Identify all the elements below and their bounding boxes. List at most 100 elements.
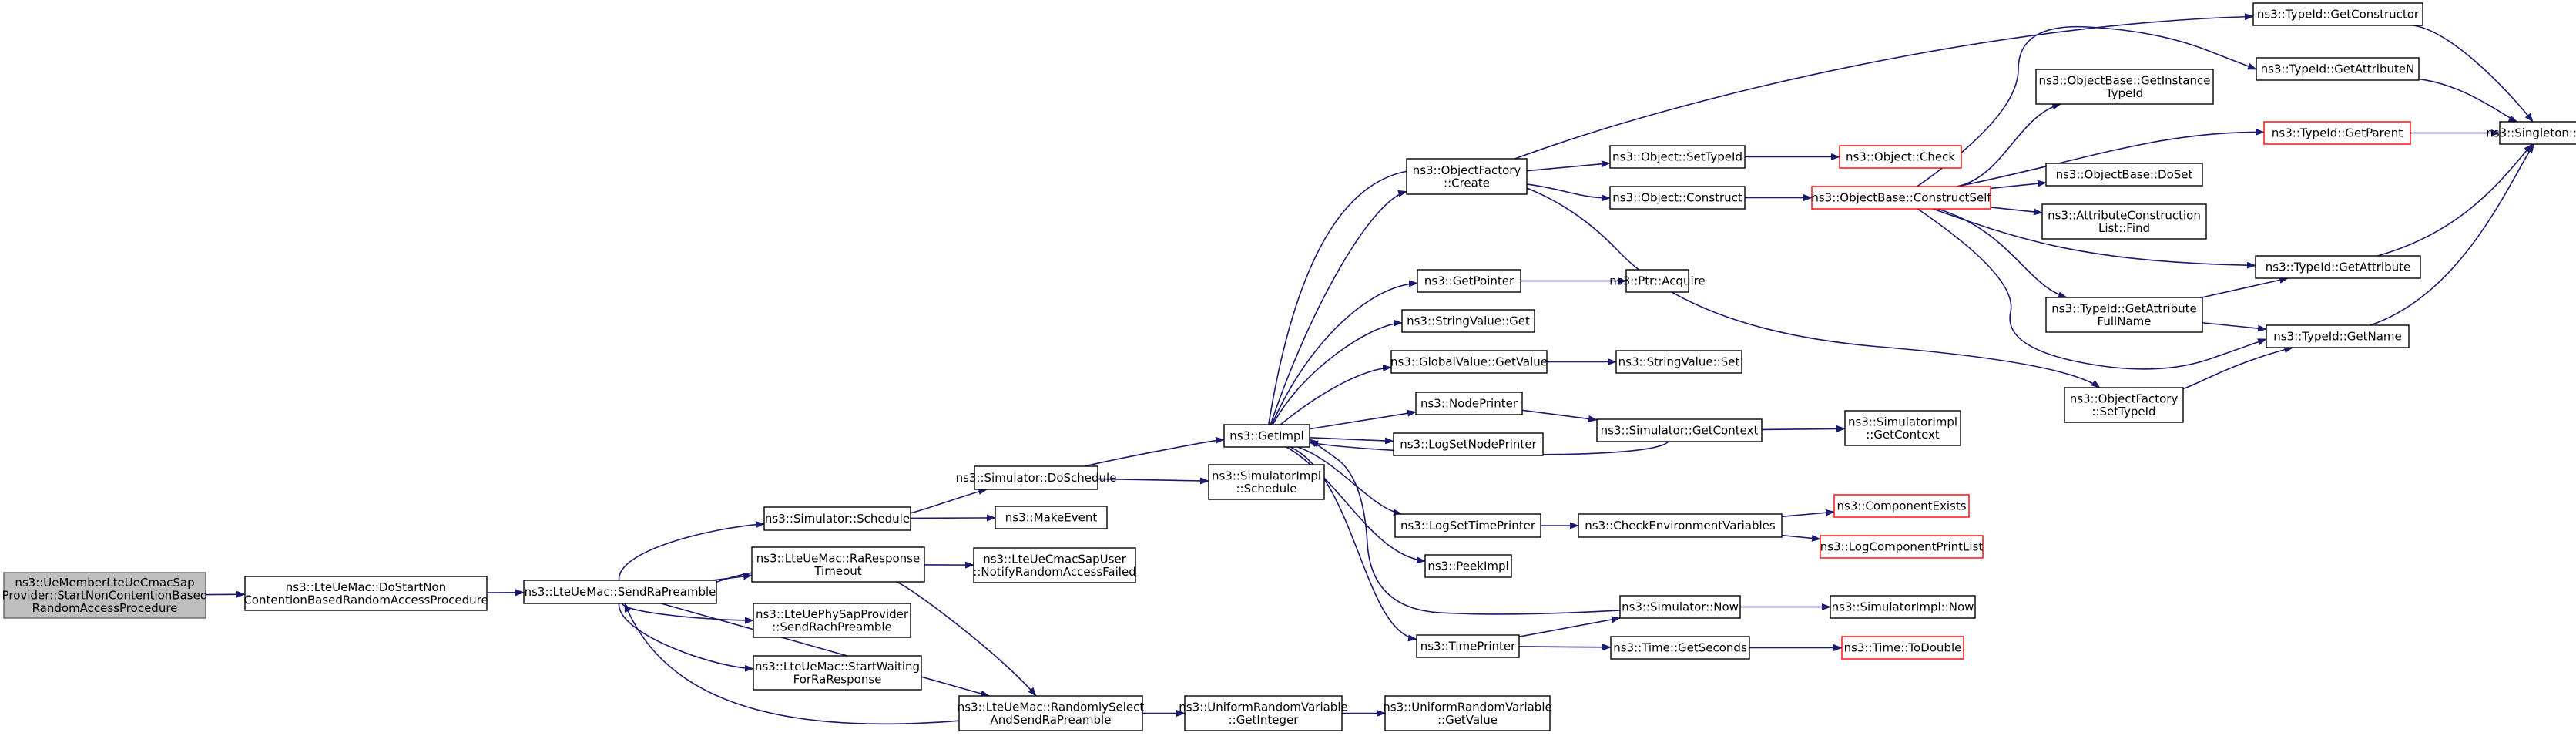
function-node[interactable]: ns3::SimulatorImpl::Schedule bbox=[1208, 464, 1325, 500]
function-node[interactable]: ns3::StringValue::Get bbox=[1401, 309, 1535, 333]
call-edge bbox=[1957, 128, 2265, 187]
node-box bbox=[2255, 255, 2421, 279]
node-label: ns3::LteUeMac::RandomlySelect bbox=[958, 700, 1145, 714]
node-box bbox=[1610, 636, 1750, 660]
function-node[interactable]: ns3::LogSetTimePrinter bbox=[1394, 513, 1541, 538]
node-label: ns3::LteUeMac::DoStartNon bbox=[286, 580, 446, 594]
function-node[interactable]: ns3::UniformRandomVariable::GetValue bbox=[1383, 695, 1552, 731]
function-node[interactable]: ns3::LteUePhySapProvider::SendRachPreamb… bbox=[753, 603, 911, 638]
node-box bbox=[1424, 554, 1512, 578]
node-box bbox=[244, 576, 488, 611]
node-label: ns3::LogSetTimePrinter bbox=[1400, 519, 1536, 533]
node-box bbox=[1820, 535, 1984, 559]
function-node[interactable]: ns3::SimulatorImpl::GetContext bbox=[1844, 410, 1961, 446]
function-node[interactable]: ns3::MakeEvent bbox=[995, 506, 1108, 529]
node-box bbox=[763, 506, 911, 531]
function-node[interactable]: ns3::TypeId::GetConstructor bbox=[2252, 2, 2423, 26]
call-edge bbox=[1781, 509, 1835, 518]
call-edge bbox=[910, 488, 988, 514]
node-label: ns3::LteUeMac::StartWaiting bbox=[755, 660, 920, 674]
function-node[interactable]: ns3::StringValue::Set bbox=[1615, 350, 1742, 374]
function-node[interactable]: ns3::ObjectBase::DoSet bbox=[2045, 163, 2203, 187]
node-label: ns3::SimulatorImpl bbox=[1212, 469, 1321, 482]
call-edge bbox=[1521, 409, 1598, 422]
function-node[interactable]: ns3::CheckEnvironmentVariables bbox=[1578, 513, 1783, 538]
function-node[interactable]: ns3::NodePrinter bbox=[1415, 392, 1523, 415]
function-node[interactable]: ns3::ObjectFactory::Create bbox=[1406, 158, 1528, 195]
function-node[interactable]: ns3::Simulator::GetContext bbox=[1596, 418, 1763, 442]
node-box bbox=[2041, 203, 2207, 240]
function-node[interactable]: ns3::LogSetNodePrinter bbox=[1393, 432, 1544, 456]
function-node[interactable]: ns3::SimulatorImpl::Now bbox=[1830, 595, 1976, 619]
function-node[interactable]: ns3::GetPointer bbox=[1417, 269, 1521, 293]
node-box bbox=[1416, 634, 1520, 658]
node-label: ns3::UniformRandomVariable bbox=[1383, 700, 1551, 714]
node-label: Timeout bbox=[813, 564, 861, 578]
function-node[interactable]: ns3::ObjectFactory::SetTypeId bbox=[2064, 387, 2184, 423]
function-node[interactable]: ns3::Time::GetSeconds bbox=[1610, 636, 1750, 660]
node-label: ns3::LogSetNodePrinter bbox=[1400, 438, 1537, 452]
function-node[interactable]: ns3::TypeId::GetName bbox=[2266, 324, 2410, 348]
node-box bbox=[1401, 309, 1535, 333]
node-box bbox=[1830, 595, 1976, 619]
node-label: ns3::Ptr::Acquire bbox=[1609, 274, 1705, 288]
call-edge bbox=[1957, 103, 2062, 187]
function-node[interactable]: ns3::LogComponentPrintList bbox=[1820, 535, 1984, 559]
node-box bbox=[2256, 57, 2420, 81]
node-label: ::SetTypeId bbox=[2091, 405, 2155, 418]
node-box bbox=[1615, 350, 1742, 374]
function-node[interactable]: ns3::LteUeMac::SendRaPreamble bbox=[523, 580, 717, 604]
node-box bbox=[3, 572, 206, 619]
node-box bbox=[1844, 410, 1961, 446]
function-node[interactable]: ns3::Object::SetTypeId bbox=[1609, 145, 1746, 169]
node-label: ns3::LteUeMac::SendRaPreamble bbox=[525, 585, 716, 599]
node-label: ns3::Object::Check bbox=[1846, 150, 1955, 164]
call-edge bbox=[1309, 439, 1621, 615]
node-label: RandomAccessProcedure bbox=[32, 601, 178, 615]
function-node[interactable]: ns3::Ptr::Acquire bbox=[1609, 269, 1706, 293]
function-node[interactable]: ns3::Simulator::DoSchedule bbox=[956, 465, 1117, 490]
function-node[interactable]: ns3::TypeId::GetParent bbox=[2263, 121, 2411, 145]
function-node[interactable]: ns3::Object::Check bbox=[1839, 145, 1962, 169]
function-node[interactable]: ns3::LteUeCmacSapUser::NotifyRandomAcces… bbox=[973, 547, 1136, 583]
node-label: ns3::Singleton::Get bbox=[2486, 126, 2576, 140]
call-edge bbox=[1990, 207, 2043, 216]
node-label: ns3::Simulator::GetContext bbox=[1601, 424, 1759, 438]
function-node[interactable]: ns3::Simulator::Schedule bbox=[763, 506, 911, 531]
node-label: ns3::AttributeConstruction bbox=[2048, 208, 2201, 222]
function-node[interactable]: ns3::GetImpl bbox=[1223, 424, 1310, 448]
node-box bbox=[2035, 69, 2214, 105]
node-box bbox=[1811, 186, 1991, 210]
node-box bbox=[523, 580, 717, 604]
node-box bbox=[1833, 494, 1970, 518]
function-node[interactable]: ns3::LteUeMac::RandomlySelectAndSendRaPr… bbox=[958, 695, 1145, 731]
function-node[interactable]: ns3::Object::Construct bbox=[1609, 186, 1746, 210]
call-edge bbox=[1097, 477, 1209, 485]
function-node[interactable]: ns3::Singleton::Get bbox=[2486, 121, 2576, 145]
call-edge bbox=[895, 581, 1037, 697]
function-node[interactable]: ns3::Simulator::Now bbox=[1619, 595, 1741, 619]
function-node[interactable]: ns3::PeekImpl bbox=[1424, 554, 1512, 578]
function-node[interactable]: ns3::TimePrinter bbox=[1416, 634, 1520, 658]
node-box bbox=[1609, 145, 1746, 169]
node-box bbox=[1223, 424, 1310, 448]
node-label: ns3::TypeId::GetParent bbox=[2272, 126, 2403, 140]
function-node[interactable]: ns3::TypeId::GetAttributeN bbox=[2256, 57, 2420, 81]
node-label: ns3::MakeEvent bbox=[1005, 511, 1098, 525]
function-node: ns3::UeMemberLteUeCmacSapProvider::Start… bbox=[2, 572, 207, 619]
function-node[interactable]: ns3::TypeId::GetAttribute bbox=[2255, 255, 2421, 279]
function-node[interactable]: ns3::ObjectBase::ConstructSelf bbox=[1811, 186, 1991, 210]
node-label: ns3::UeMemberLteUeCmacSap bbox=[15, 576, 194, 590]
function-node[interactable]: ns3::LteUeMac::DoStartNonContentionBased… bbox=[243, 576, 488, 611]
function-node[interactable]: ns3::GlobalValue::GetValue bbox=[1390, 350, 1548, 374]
node-label: ForRaResponse bbox=[793, 672, 882, 686]
function-node[interactable]: ns3::ComponentExists bbox=[1833, 494, 1970, 518]
function-node[interactable]: ns3::Time::ToDouble bbox=[1841, 636, 1964, 660]
call-edge bbox=[618, 603, 754, 672]
function-node[interactable]: ns3::UniformRandomVariable::GetInteger bbox=[1179, 695, 1348, 731]
